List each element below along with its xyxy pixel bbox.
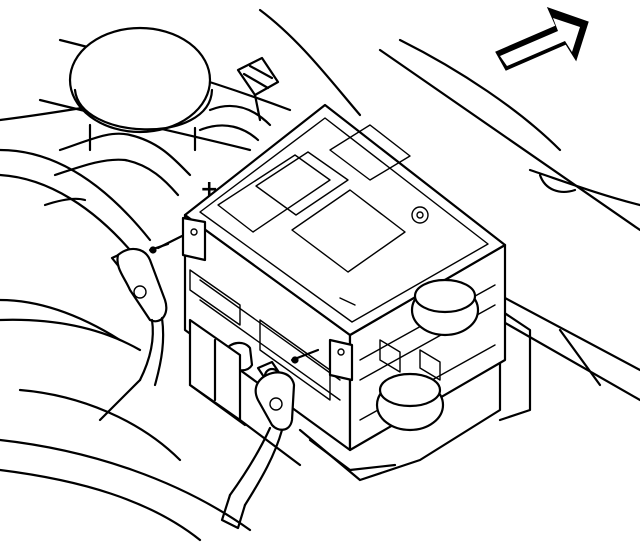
coolant-hoses <box>43 105 272 207</box>
fender-body-lines <box>258 8 640 402</box>
positive-cable-terminal <box>254 371 296 431</box>
negative-cable-assembly <box>98 234 184 422</box>
negative-cable-terminal <box>116 247 168 323</box>
forward-arrow-icon <box>495 6 589 71</box>
center-side-terminal-plate <box>328 338 354 382</box>
charge-indicator-eye <box>411 206 429 224</box>
reservoir-canister <box>68 26 214 152</box>
positive-terminal-symbol: + <box>200 177 218 202</box>
battery-label-panel <box>217 154 331 233</box>
hose-fitting <box>236 56 280 122</box>
left-side-terminal-plate <box>181 216 207 262</box>
battery-hold-down-bracket <box>188 318 302 467</box>
terminal-cover-caps <box>375 278 480 432</box>
